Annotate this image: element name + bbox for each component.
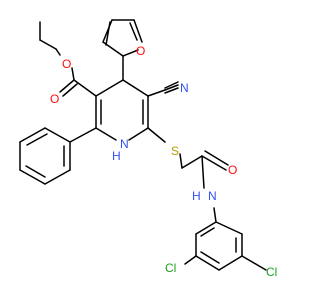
bond-ar-cl-para xyxy=(241,255,267,271)
bond-triple-2 xyxy=(164,84,179,91)
bond-carbonyl-o1 xyxy=(59,79,75,93)
atom-s-thioether: S xyxy=(171,144,179,158)
bond-nh-aryl xyxy=(213,207,217,223)
molecule-canvas: O O O N H N S O N H Cl Cl xyxy=(19,19,277,279)
atom-n-ring-h: H xyxy=(112,149,121,163)
bond-carbonyl-o2 xyxy=(62,83,78,97)
bond-ph-1 xyxy=(44,127,71,143)
bond-c4-c5 xyxy=(122,79,149,97)
atom-o-ester-single: O xyxy=(62,57,71,71)
bond-c5-cn xyxy=(147,89,166,97)
bond-ph-d2 xyxy=(25,165,46,178)
bond-o-carbonyl xyxy=(71,67,75,81)
bond-c3-c4 xyxy=(95,79,124,97)
bond-ar-6 xyxy=(215,221,243,235)
structure-svg: O O O N H N S O N H Cl Cl xyxy=(19,19,277,279)
atom-n-nitrile: N xyxy=(180,81,189,95)
bond-furan-c xyxy=(102,19,113,43)
atom-o-amide: O xyxy=(228,163,237,177)
atom-labels: O O O N H N S O N H Cl Cl xyxy=(50,44,277,279)
atom-n-ring: N xyxy=(120,137,129,151)
atom-n-amide: N xyxy=(208,189,217,203)
bond-ar-4 xyxy=(218,255,243,271)
bond-co-o1 xyxy=(201,155,227,171)
atom-o-ester-carbonyl: O xyxy=(50,92,59,106)
bond-ph-5 xyxy=(44,169,71,185)
bond-s-ch2 xyxy=(179,153,183,169)
bond-ch2-co xyxy=(181,155,203,169)
bond-ph-4 xyxy=(19,169,46,185)
atom-o-furan: O xyxy=(136,44,145,58)
bond-n-c2 xyxy=(95,127,117,141)
bond-ar-d3 xyxy=(200,227,215,237)
bond-c2-phenyl xyxy=(69,127,97,143)
atom-n-amide-h: H xyxy=(192,189,201,203)
atom-cl-ortho: Cl xyxy=(165,261,176,275)
bond-ch2-o xyxy=(55,48,61,56)
bond-skeleton xyxy=(19,19,267,271)
bond-triple-3 xyxy=(164,87,179,94)
bond-furan-o xyxy=(122,49,139,57)
atom-cl-para: Cl xyxy=(266,265,277,279)
bond-ar-3 xyxy=(195,255,220,271)
bond-ethyl-ch2 xyxy=(39,39,57,50)
bond-ph-2 xyxy=(19,127,46,143)
bond-c6-n xyxy=(128,127,149,141)
bond-c6-s xyxy=(147,127,166,143)
bond-co-nh xyxy=(201,155,205,189)
bond-carbonyl-c3 xyxy=(73,79,97,97)
bond-ar-d1 xyxy=(200,251,220,264)
bond-co-o2 xyxy=(204,150,229,166)
bond-furan-e2 xyxy=(129,22,138,41)
bond-triple-1 xyxy=(164,81,179,89)
bond-ar-cl-ortho xyxy=(184,255,197,265)
bond-ph-d1 xyxy=(26,133,48,146)
bond-ar-1 xyxy=(195,221,217,235)
bond-furan-e xyxy=(133,19,143,43)
